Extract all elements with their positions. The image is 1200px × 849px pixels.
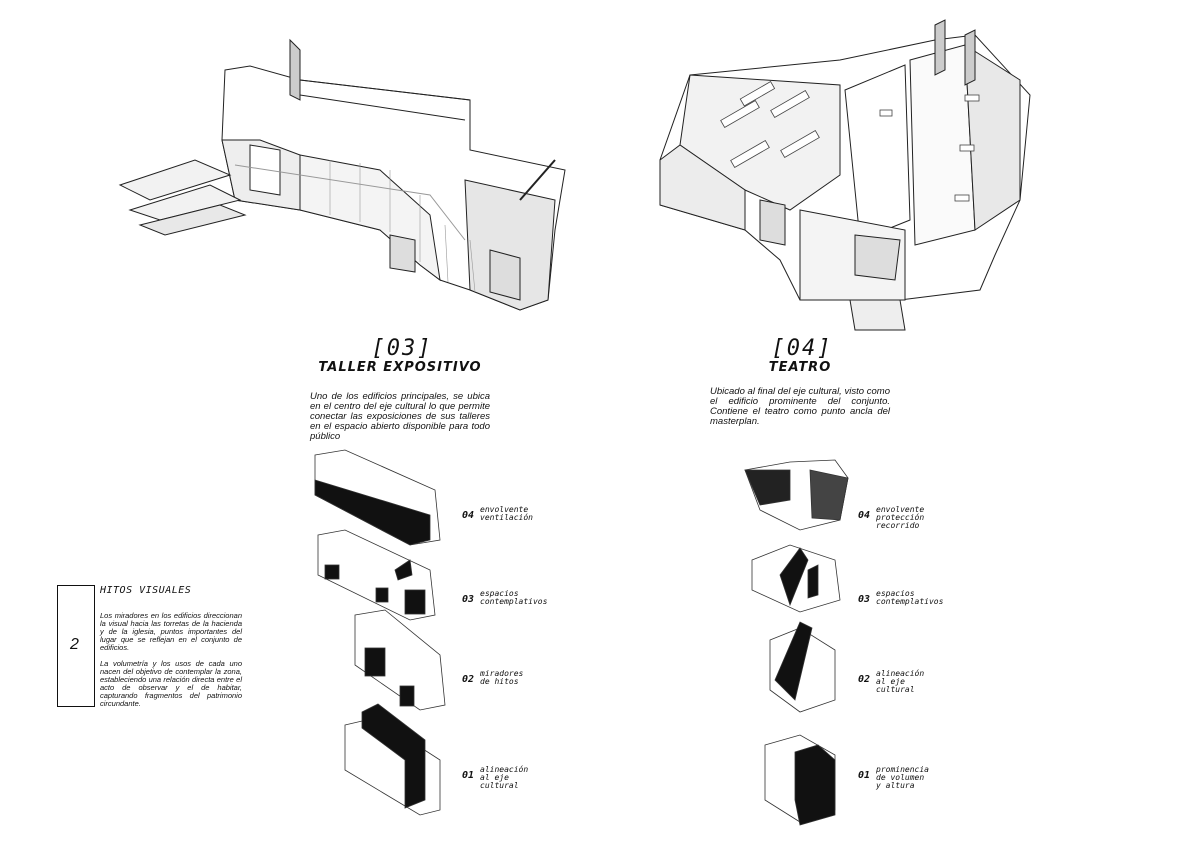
section-number-04: [04] (771, 336, 833, 361)
taller-step-04-label: envolvente ventilación (480, 505, 533, 522)
sidebar-number: 2 (70, 636, 79, 653)
taller-step-02-number: 02 (462, 674, 475, 685)
taller-step-02-label: miradores de hitos (480, 669, 524, 686)
teatro-step-03-label: espacios contemplativos (876, 589, 944, 606)
sidebar-paragraph-2: La volumetría y los usos de cada uno nac… (100, 659, 242, 708)
sidebar-paragraph-1: Los miradores en los edificios direccion… (100, 611, 242, 652)
taller-step-01-label: alineación al eje cultural (480, 765, 529, 790)
taller-step-01-number: 01 (462, 770, 475, 781)
teatro-step-01-label: prominencia de volumen y altura (876, 765, 929, 790)
teatro-step-02-number: 02 (858, 674, 871, 685)
teatro-step-01-number: 01 (858, 770, 871, 781)
sidebar-number-box (57, 585, 95, 707)
taller-step-03-number: 03 (462, 594, 475, 605)
section-title-teatro: TEATRO (768, 360, 832, 375)
teatro-step-02-label: alineación al eje cultural (876, 669, 925, 694)
taller-step-04-number: 04 (462, 510, 475, 521)
sidebar-heading: HITOS VISUALES (100, 585, 192, 596)
section-description-taller: Uno de los edificios principales, se ubi… (310, 391, 490, 442)
section-title-taller: TALLER EXPOSITIVO (318, 360, 482, 375)
teatro-step-04-number: 04 (858, 510, 871, 521)
teatro-step-04-label: envolvente protección recorrido (876, 505, 925, 530)
section-number-03: [03] (371, 336, 433, 361)
teatro-step-03-number: 03 (858, 594, 871, 605)
section-description-teatro: Ubicado al final del eje cultural, visto… (710, 386, 890, 427)
taller-step-03-label: espacios contemplativos (480, 589, 548, 606)
